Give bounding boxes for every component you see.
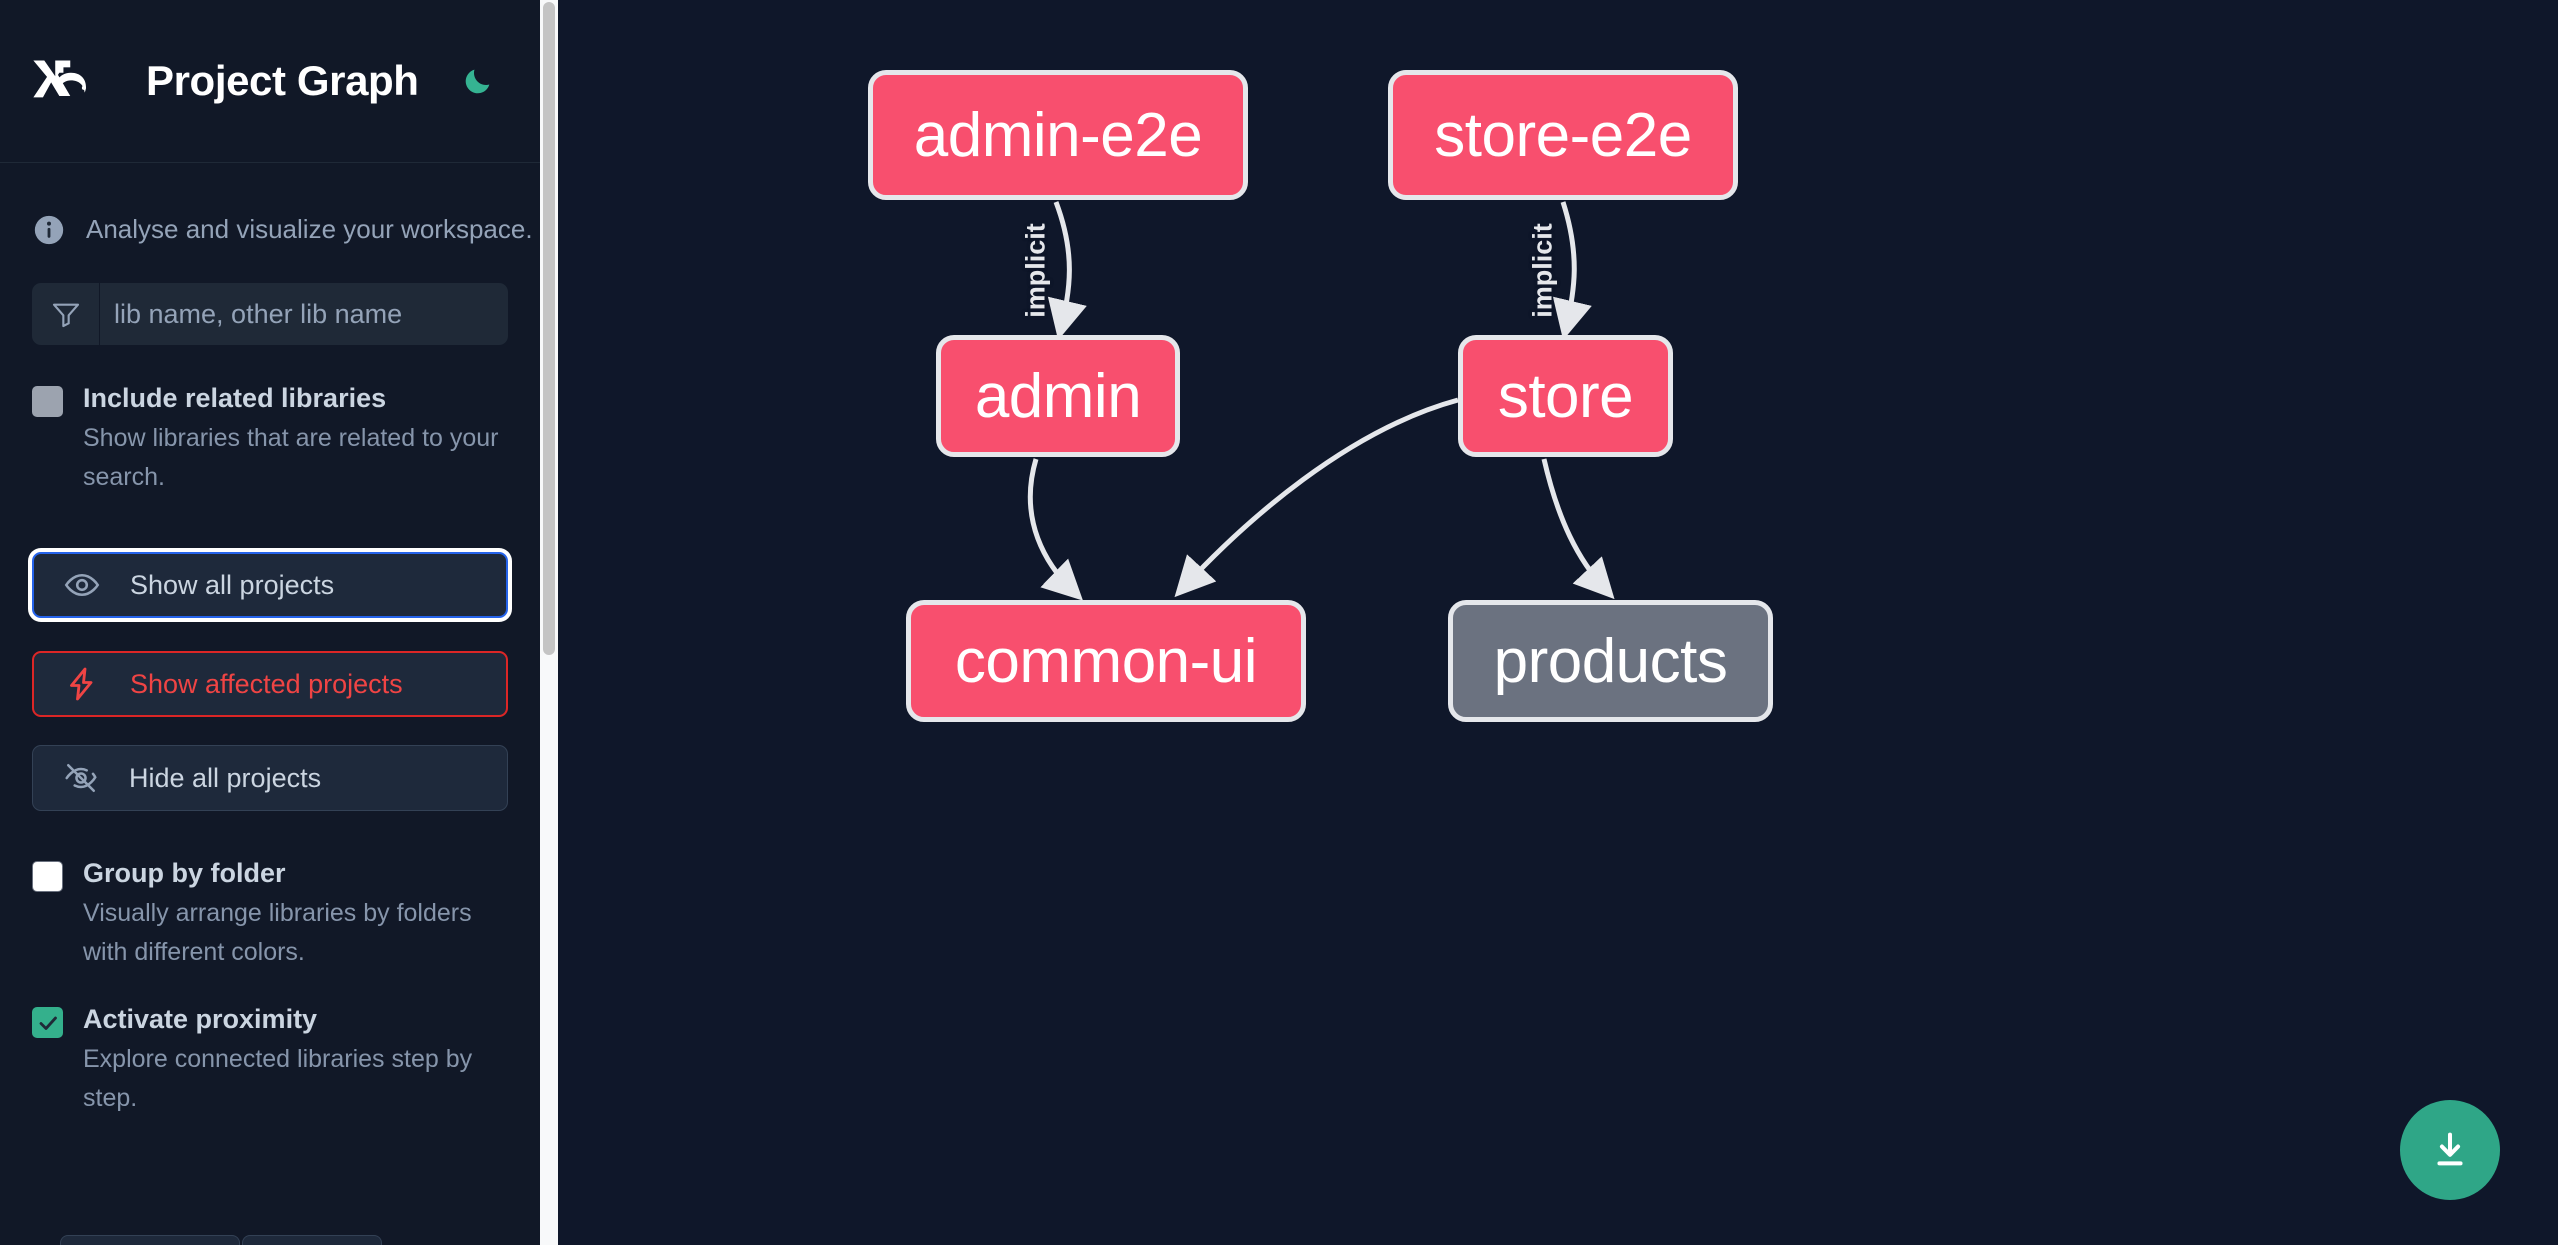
group-by-folder-sub: Visually arrange libraries by folders wi… [83, 899, 472, 966]
include-related-libraries-checkbox[interactable] [32, 386, 63, 417]
include-related-libraries-label: Include related libraries [83, 383, 387, 413]
edge-store-products [1541, 458, 1615, 600]
edge-label-store-implicit: implicit [1527, 223, 1558, 318]
sidebar-scroll-content: Project Graph Analyse and visualize yo [0, 0, 540, 1245]
eye-off-icon [63, 758, 103, 798]
activate-proximity-sub: Explore connected libraries step by step… [83, 1045, 473, 1112]
edge-admin-common-ui [1027, 458, 1083, 601]
workspace-description-text: Analyse and visualize your workspace. [86, 214, 533, 244]
graph-node-store-e2e-label: store-e2e [1434, 100, 1692, 170]
graph-node-store-e2e[interactable]: store-e2e [1388, 70, 1738, 200]
group-by-folder-label: Group by folder [83, 858, 286, 888]
option-group-by-folder[interactable]: Group by folder Visually arrange librari… [0, 856, 540, 972]
hide-all-projects-label: Hide all projects [129, 762, 322, 793]
proximity-stepper-left[interactable] [60, 1235, 240, 1245]
graph-node-common-ui-label: common-ui [954, 626, 1258, 696]
filter-funnel-icon [32, 283, 100, 345]
sidebar-scrollbar[interactable] [540, 0, 558, 1245]
graph-node-store-label: store [1497, 361, 1634, 431]
show-all-projects-label: Show all projects [130, 569, 335, 600]
lightning-bolt-icon [64, 664, 104, 704]
nx-logo-icon [32, 55, 114, 107]
sidebar: Project Graph Analyse and visualize yo [0, 0, 558, 1245]
graph-node-products[interactable]: products [1448, 600, 1773, 722]
eye-icon [64, 565, 104, 605]
info-icon [32, 213, 66, 247]
workspace-description: Analyse and visualize your workspace. [0, 163, 540, 261]
show-all-projects-button[interactable]: Show all projects [32, 552, 508, 618]
edge-admin-e2e-admin [1047, 201, 1087, 341]
moon-icon[interactable] [455, 58, 501, 104]
search-input[interactable] [100, 283, 508, 345]
proximity-stepper-right[interactable] [242, 1235, 382, 1245]
edge-store-common-ui [1174, 397, 1459, 598]
activate-proximity-label: Activate proximity [83, 1004, 318, 1034]
show-affected-projects-label: Show affected projects [130, 668, 403, 699]
hide-all-projects-button[interactable]: Hide all projects [32, 745, 508, 811]
graph-node-products-label: products [1493, 626, 1728, 696]
sidebar-header: Project Graph [0, 0, 540, 163]
include-related-libraries-sub: Show libraries that are related to your … [83, 424, 499, 491]
graph-node-admin-label: admin [974, 361, 1142, 431]
graph-edges [1027, 201, 1615, 601]
search-field[interactable] [32, 283, 508, 345]
graph-node-admin[interactable]: admin [936, 335, 1180, 457]
graph-node-store[interactable]: store [1458, 335, 1673, 457]
page-title: Project Graph [146, 57, 419, 104]
edge-label-admin-implicit: implicit [1020, 223, 1051, 318]
graph-node-admin-e2e[interactable]: admin-e2e [868, 70, 1248, 200]
sidebar-scrollbar-thumb[interactable] [543, 2, 555, 655]
graph-canvas[interactable]: admin-e2e store-e2e admin store common-u… [558, 0, 2558, 1245]
option-activate-proximity[interactable]: Activate proximity Explore connected lib… [0, 1002, 540, 1118]
graph-node-admin-e2e-label: admin-e2e [913, 100, 1203, 170]
download-graph-button[interactable] [2400, 1100, 2500, 1200]
group-by-folder-checkbox[interactable] [32, 861, 63, 892]
option-include-related-libraries[interactable]: Include related libraries Show libraries… [0, 381, 540, 497]
graph-node-common-ui[interactable]: common-ui [906, 600, 1306, 722]
edge-store-e2e-store [1552, 201, 1592, 341]
show-affected-projects-button[interactable]: Show affected projects [32, 651, 508, 717]
activate-proximity-checkbox[interactable] [32, 1007, 63, 1038]
